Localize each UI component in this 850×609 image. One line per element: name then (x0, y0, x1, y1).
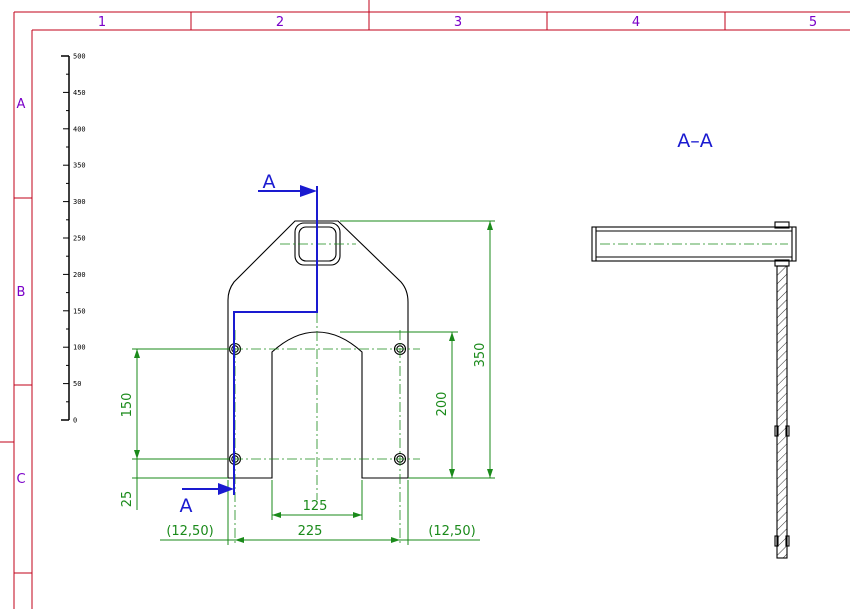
scale-tick-label: 500 (73, 53, 86, 61)
column-label-4: 4 (632, 15, 640, 30)
column-label-2: 2 (276, 15, 284, 30)
scale-tick-label: 400 (73, 125, 86, 133)
scale-tick-label: 50 (73, 380, 81, 388)
dim-slot-width: 125 (303, 499, 328, 514)
section-marker-top: A (263, 171, 276, 193)
section-view (591, 221, 797, 559)
dim-hole-spacing-horizontal: 225 (298, 524, 323, 539)
row-label-c: C (16, 472, 25, 487)
scale-tick-label: 350 (73, 162, 86, 170)
zone-rows: A B C (16, 97, 25, 487)
dim-inner-height: 200 (435, 392, 450, 417)
scale-tick-label: 250 (73, 235, 86, 243)
scale-tick-label: 450 (73, 89, 86, 97)
section-line (182, 185, 318, 495)
scale-tick-label: 100 (73, 344, 86, 352)
scale-tick-label: 0 (73, 417, 77, 425)
column-label-5: 5 (809, 15, 817, 30)
dim-bottom-offset: 25 (120, 491, 135, 508)
scale-tick-label: 200 (73, 271, 86, 279)
section-view-title: A–A (677, 130, 713, 152)
scale-tick-label: 300 (73, 198, 86, 206)
scale-tick-label: 150 (73, 307, 86, 315)
column-label-3: 3 (454, 15, 462, 30)
dim-hole-spacing-vertical: 150 (120, 393, 135, 418)
dimension-lines (132, 220, 495, 545)
dim-right-edge-ref: (12,50) (428, 524, 475, 539)
dim-overall-height: 350 (473, 343, 488, 368)
zone-columns: 1 2 3 4 5 (98, 15, 817, 30)
row-label-a: A (17, 97, 26, 112)
dim-left-edge-ref: (12,50) (166, 524, 213, 539)
row-label-b: B (17, 285, 26, 300)
section-marker-bottom: A (180, 495, 193, 517)
column-label-1: 1 (98, 15, 106, 30)
